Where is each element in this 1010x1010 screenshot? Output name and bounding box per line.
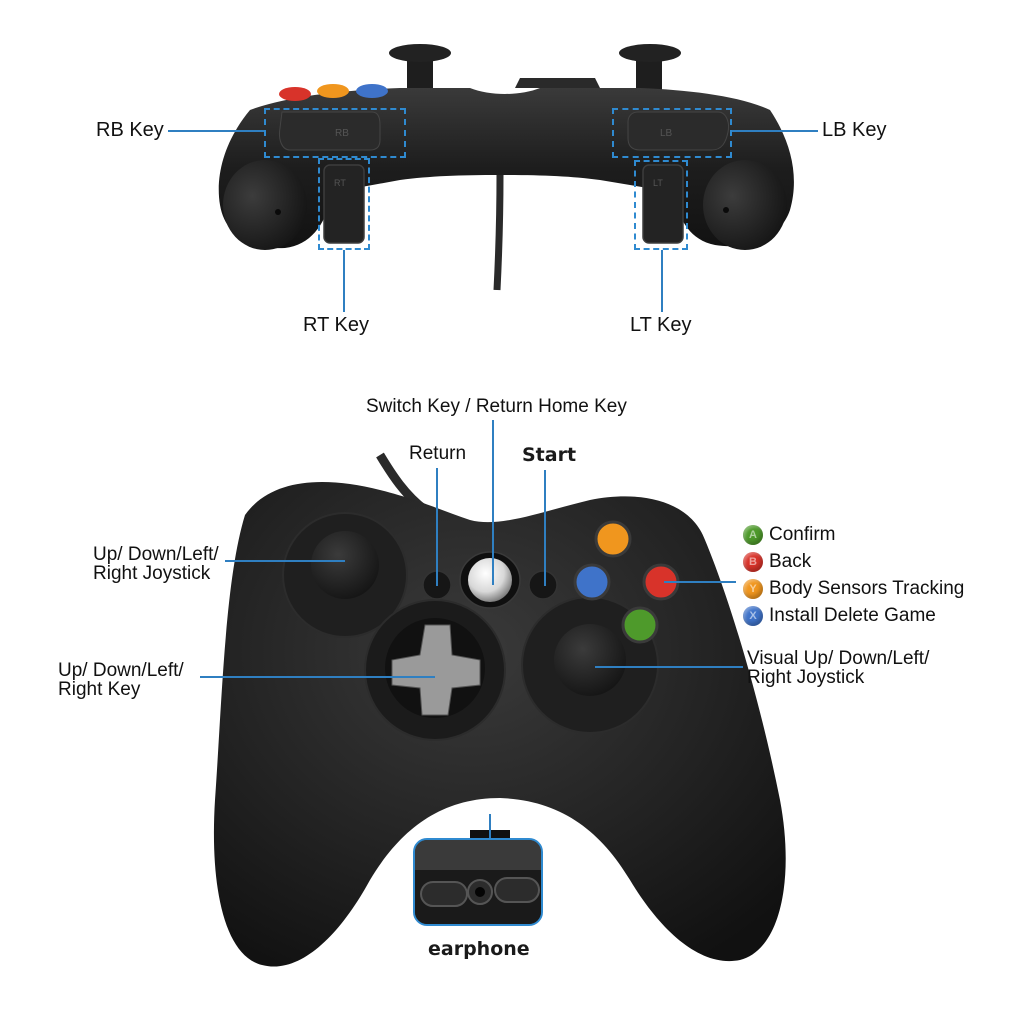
a-button-icon: A xyxy=(743,525,763,545)
face-button-a[interactable] xyxy=(621,606,659,644)
dpad-leader-line xyxy=(200,676,435,678)
left-joystick-label-line2: Right Joystick xyxy=(93,563,211,584)
switch-key-label: Switch Key / Return Home Key xyxy=(366,396,627,417)
cable xyxy=(493,174,504,291)
controller-top-view: RB LB RT LT xyxy=(218,44,794,291)
right-joystick-label-line2: Right Joystick xyxy=(747,667,865,688)
return-leader-line xyxy=(436,468,438,586)
guide-button[interactable] xyxy=(468,558,512,602)
legend-item-confirm: A Confirm xyxy=(743,524,836,546)
legend-item-back: B Back xyxy=(743,551,811,573)
earphone-label: earphone xyxy=(428,938,530,960)
dpad-label-line2: Right Key xyxy=(58,679,141,700)
left-joystick-leader-line xyxy=(225,560,345,562)
lt-key-label: LT Key xyxy=(630,314,692,336)
dpad-label: Up/ Down/Left/ Right Key xyxy=(58,661,184,699)
right-grip xyxy=(223,160,307,250)
legend-label-body-sensors: Body Sensors Tracking xyxy=(769,578,965,599)
start-leader-line xyxy=(544,470,546,586)
legend-item-install-delete: X Install Delete Game xyxy=(743,605,936,627)
rt-trigger xyxy=(323,164,365,244)
rb-leader-line xyxy=(168,130,264,132)
legend-item-body-sensors: Y Body Sensors Tracking xyxy=(743,578,964,600)
y-button-icon: Y xyxy=(743,579,763,599)
lb-leader-line xyxy=(732,130,818,132)
lt-highlight-box xyxy=(634,160,688,250)
lb-highlight-box xyxy=(612,108,732,158)
switch-key-leader-line xyxy=(492,420,494,585)
return-label: Return xyxy=(409,443,467,464)
legend-label-install-delete: Install Delete Game xyxy=(769,605,936,626)
b-button-leader-line xyxy=(664,581,736,583)
lt-leader-line xyxy=(661,250,663,312)
dpad[interactable] xyxy=(391,624,481,716)
lb-marking: LB xyxy=(660,128,673,139)
right-joystick-label: Visual Up/ Down/Left/ Right Joystick xyxy=(747,649,929,687)
left-grip xyxy=(703,160,787,250)
rb-marking: RB xyxy=(335,128,349,139)
lb-key-label: LB Key xyxy=(822,119,887,141)
legend-label-confirm: Confirm xyxy=(769,524,836,545)
left-joystick[interactable] xyxy=(311,531,379,599)
rt-highlight-box xyxy=(318,158,370,250)
rb-highlight-box xyxy=(264,108,406,158)
face-button-x[interactable] xyxy=(573,563,611,601)
lt-marking: LT xyxy=(653,178,663,188)
top-button-b xyxy=(279,87,311,101)
left-joystick-label-line1: Up/ Down/Left/ xyxy=(93,544,219,565)
top-left-thumbstick xyxy=(619,44,681,90)
left-joystick-label: Up/ Down/Left/ Right Joystick xyxy=(93,545,219,583)
port-right-icon xyxy=(494,877,540,903)
right-joystick[interactable] xyxy=(554,624,626,696)
top-button-x xyxy=(356,84,388,98)
legend-label-back: Back xyxy=(769,551,812,572)
port-left-icon xyxy=(420,881,468,907)
audio-jack-icon xyxy=(475,887,485,897)
earphone-leader-line xyxy=(489,814,491,838)
lt-trigger xyxy=(642,164,684,244)
face-button-y[interactable] xyxy=(594,520,632,558)
start-label: Start xyxy=(522,444,577,466)
rt-leader-line xyxy=(343,250,345,312)
rt-key-label: RT Key xyxy=(303,314,369,336)
top-dpad xyxy=(515,78,600,88)
rt-marking: RT xyxy=(334,178,346,188)
top-right-thumbstick xyxy=(389,44,451,90)
start-button[interactable] xyxy=(528,570,558,600)
earphone-port-inset xyxy=(413,838,543,926)
rb-key-label: RB Key xyxy=(96,119,164,141)
right-joystick-leader-line xyxy=(595,666,743,668)
x-button-icon: X xyxy=(743,606,763,626)
right-joystick-label-line1: Visual Up/ Down/Left/ xyxy=(747,648,930,669)
lb-bumper xyxy=(627,111,729,151)
dpad-label-line1: Up/ Down/Left/ xyxy=(58,660,184,681)
top-button-y xyxy=(317,84,349,98)
b-button-icon: B xyxy=(743,552,763,572)
rb-bumper xyxy=(279,111,381,151)
